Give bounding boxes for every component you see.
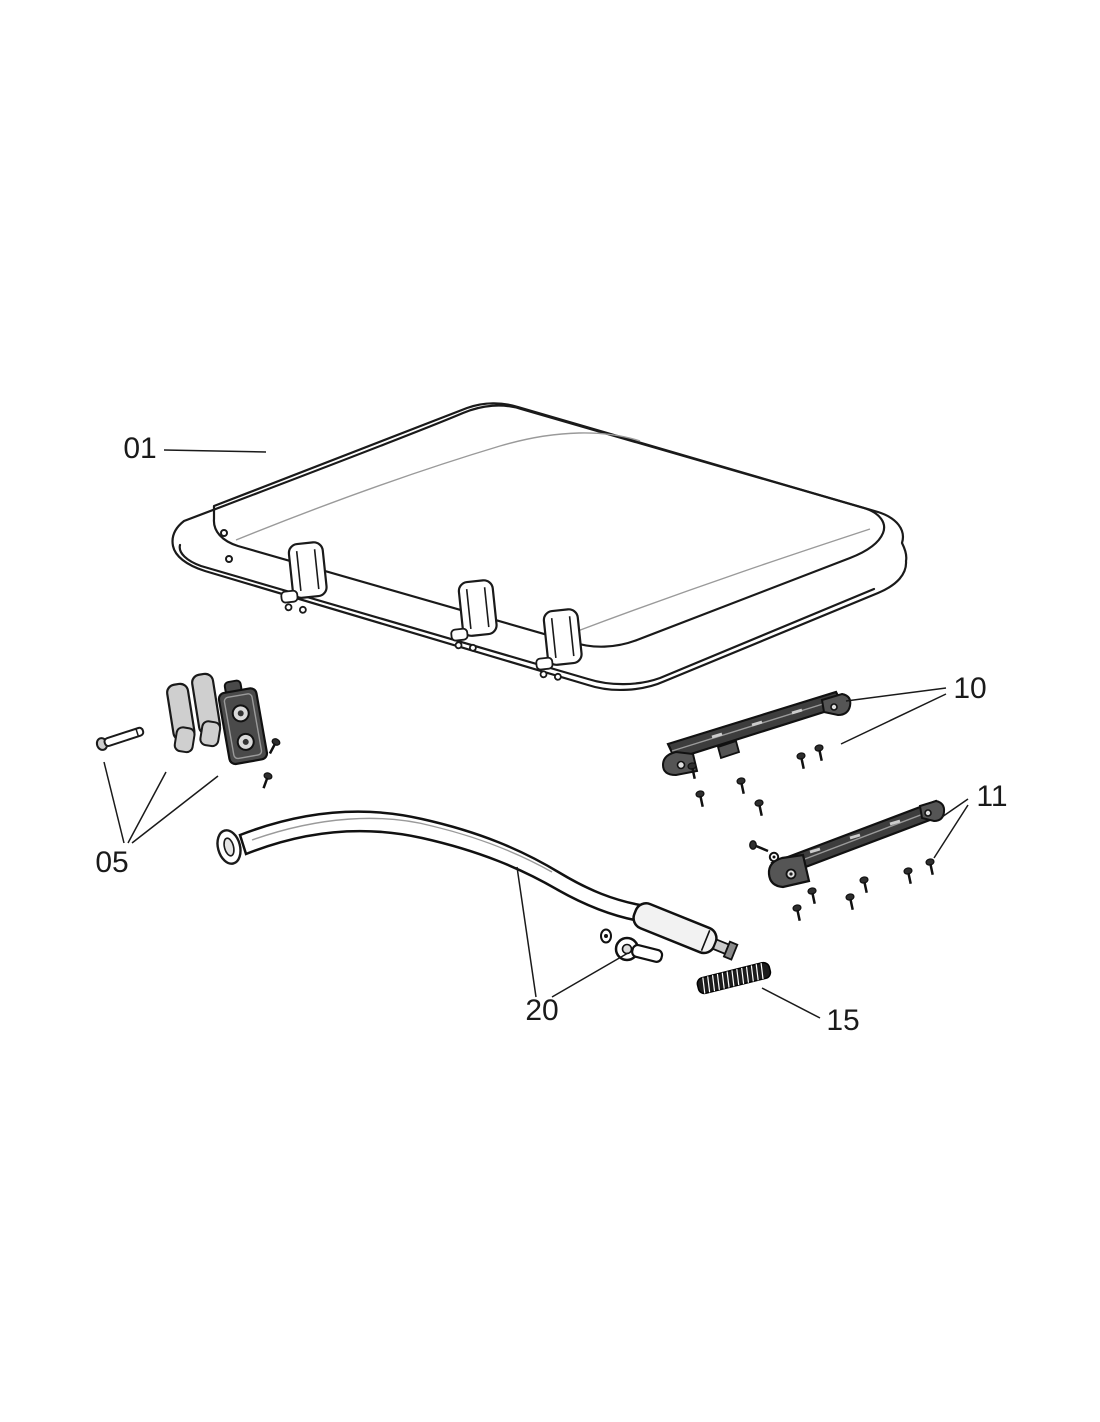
mounting-rail-10 (661, 690, 852, 818)
leader-11a (941, 798, 969, 818)
callout-part-01: 01 (123, 432, 156, 465)
callout-part-05: 05 (95, 846, 128, 879)
threaded-rod (696, 961, 772, 995)
hinge-lever-b (191, 672, 222, 748)
leader-10b (840, 693, 947, 745)
rod-washer (600, 928, 612, 944)
leader-05c (131, 775, 219, 844)
callout-part-10: 10 (953, 672, 986, 705)
leader-15 (761, 987, 821, 1019)
callout-part-20: 20 (525, 994, 558, 1027)
lid-hinge-right (535, 608, 583, 681)
lifting-crank-rod (216, 810, 739, 963)
leader-20b (551, 952, 629, 998)
leader-11b (933, 804, 969, 859)
plate-screw-2 (258, 770, 275, 791)
rod-clamp (614, 936, 664, 963)
hinge-hardware-group (95, 672, 283, 791)
plate-screw-1 (265, 736, 283, 757)
mounting-rail-11 (749, 799, 946, 923)
rod-eyelet (216, 829, 242, 865)
rail-11-side-screw (749, 840, 780, 863)
leader-lines (103, 449, 969, 1019)
rail-11-screws (791, 856, 938, 923)
rod-sleeve (632, 902, 739, 961)
leader-01 (163, 449, 267, 453)
vent-lid (171, 402, 908, 692)
clevis-pin (95, 726, 145, 751)
leader-20a (516, 866, 537, 998)
leader-10a (845, 687, 947, 702)
rail-10-screws (686, 742, 827, 818)
lid-hinge-left (280, 541, 328, 614)
hinge-mount-plate (217, 679, 269, 766)
lid-hinge-middle (450, 579, 498, 652)
callout-part-11: 11 (976, 780, 1007, 813)
hinge-lever-a (166, 682, 196, 754)
leader-05a (103, 761, 125, 844)
leader-05b (127, 771, 167, 844)
callout-part-15: 15 (826, 1004, 859, 1037)
